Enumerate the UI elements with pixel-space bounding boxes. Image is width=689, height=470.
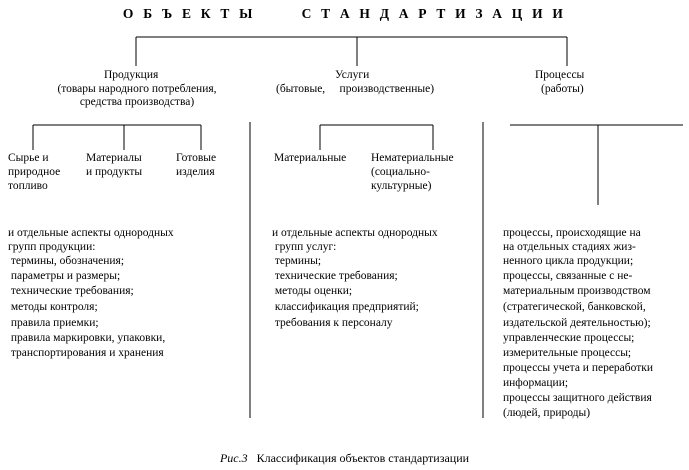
processes-aspect-1: процессы, происходящие на: [503, 227, 641, 239]
raw-materials-line-2: природное: [8, 166, 61, 178]
diagram-title: О Б Ъ Е К Т Ы С Т А Н Д А Р Т И З А Ц И …: [122, 6, 567, 21]
products-aspect-8: правила маркировки, упаковки,: [8, 332, 166, 344]
products-heading: Продукция: [104, 69, 159, 81]
processes-aspect-10: процессы учета и переработки: [503, 362, 654, 374]
finished-goods-line-1: Готовые: [176, 152, 217, 164]
products-aspect-4: параметры и размеры;: [8, 270, 121, 282]
processes-aspect-12: процессы защитного действия: [503, 392, 652, 404]
services-aspect-7: требования к персоналу: [272, 317, 393, 329]
products-aspect-9: транспортирования и хранения: [8, 347, 164, 359]
products-subheading-2: средства производства): [79, 96, 195, 108]
materials-line-2: и продукты: [86, 166, 143, 178]
nonmaterial-services-line-3: культурные): [371, 180, 432, 192]
processes-aspect-13: (людей, природы): [503, 407, 591, 419]
services-aspect-5: методы оценки;: [272, 285, 353, 297]
services-aspect-6: классификация предприятий;: [272, 301, 419, 313]
raw-materials-line-3: топливо: [8, 180, 48, 192]
services-aspect-2: групп услуг:: [272, 241, 337, 253]
processes-aspect-7: издательской деятельностью);: [503, 317, 651, 329]
processes-heading: Процессы: [535, 69, 585, 81]
processes-aspect-8: управленческие процессы;: [503, 332, 635, 344]
services-aspect-1: и отдельные аспекты однородных: [272, 227, 438, 239]
processes-aspect-4: процессы, связанные с не-: [503, 270, 633, 282]
processes-aspect-2: на отдельных стадиях жиз-: [503, 241, 636, 253]
products-aspect-5: технические требования;: [8, 285, 134, 297]
products-aspect-2: групп продукции:: [8, 241, 96, 253]
processes-aspect-9: измерительные процессы;: [503, 347, 632, 359]
finished-goods-line-2: изделия: [176, 166, 215, 178]
processes-aspect-3: ненного цикла продукции;: [503, 255, 634, 267]
caption-text: Классификация объектов стандартизации: [247, 451, 470, 465]
processes-aspect-5: материальным производством: [503, 285, 651, 297]
nonmaterial-services-line-1: Нематериальные: [371, 152, 454, 164]
products-aspect-6: методы контроля;: [8, 301, 98, 313]
processes-aspect-6: (стратегической, банковской,: [503, 301, 646, 313]
material-services-line-1: Материальные: [274, 152, 347, 164]
raw-materials-line-1: Сырье и: [8, 152, 49, 164]
products-subheading-1: (товары народного потребления,: [57, 83, 217, 95]
products-aspect-1: и отдельные аспекты однородных: [8, 227, 174, 239]
services-subheading: (бытовые, производственные): [276, 83, 435, 95]
nonmaterial-services-line-2: (социально-: [371, 166, 430, 178]
services-heading: Услуги: [335, 69, 370, 81]
products-aspect-3: термины, обозначения;: [8, 255, 125, 267]
figure-number: Рис.3: [219, 451, 248, 465]
materials-line-1: Материалы: [86, 152, 142, 164]
processes-subheading: (работы): [541, 83, 584, 95]
products-aspect-7: правила приемки;: [8, 317, 99, 329]
services-aspect-3: термины;: [272, 255, 322, 267]
figure-caption: Рис.3 Классификация объектов стандартиза…: [0, 451, 689, 466]
services-aspect-4: технические требования;: [272, 270, 398, 282]
processes-aspect-11: информации;: [503, 377, 569, 389]
